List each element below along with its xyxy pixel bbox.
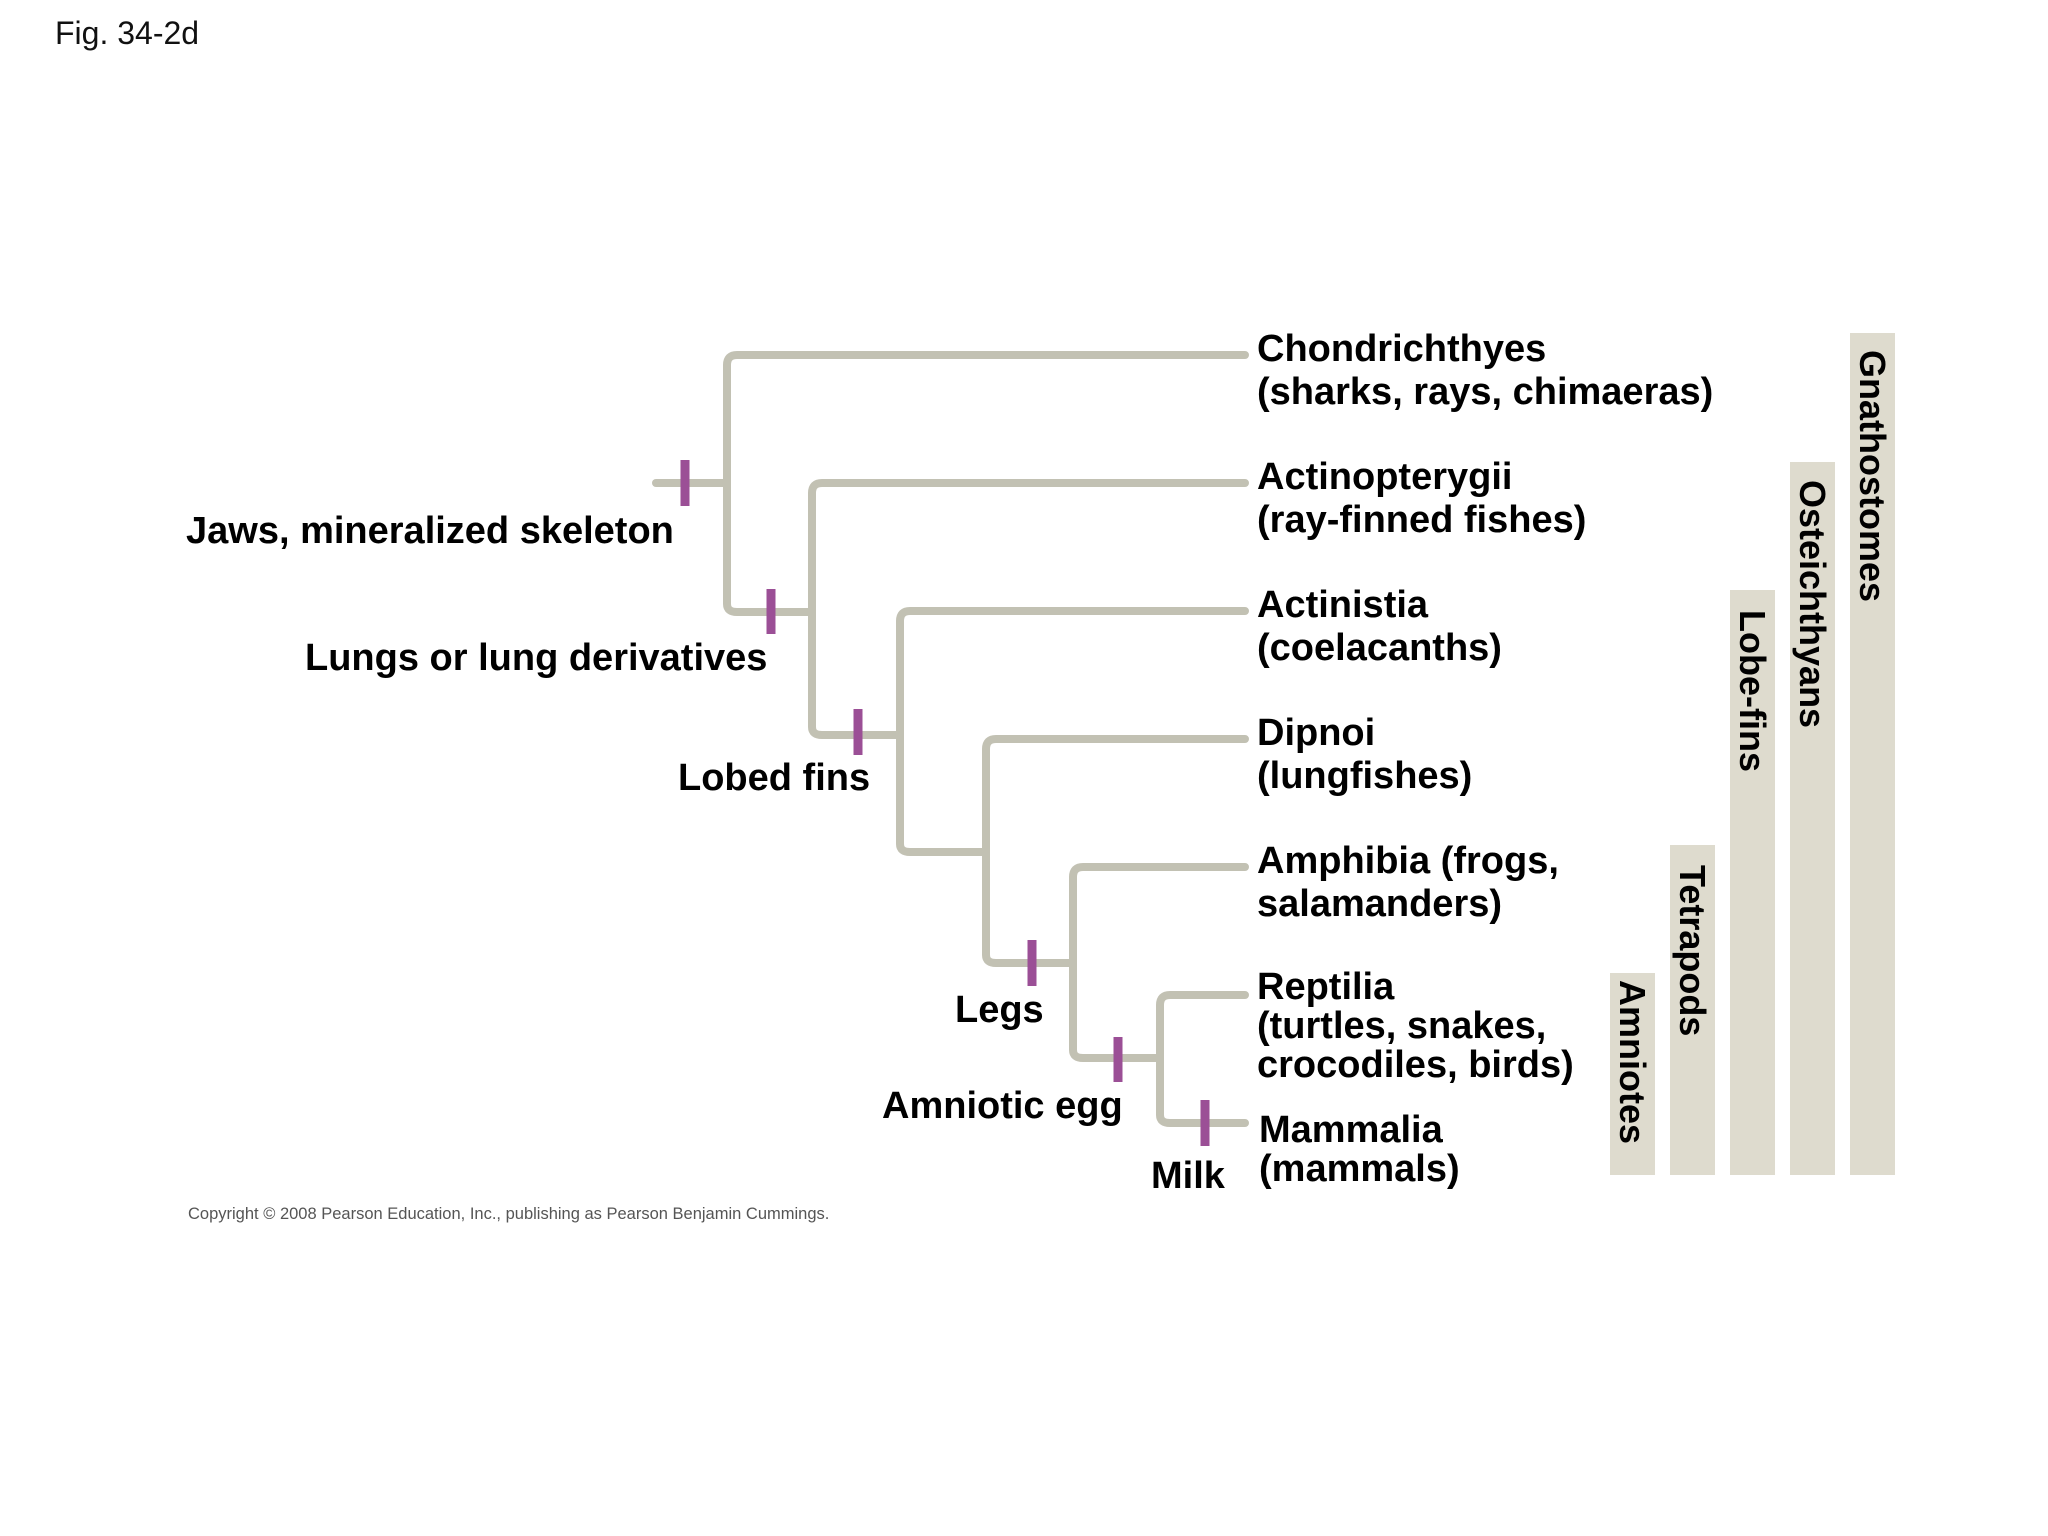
taxon-labels: Chondrichthyes (sharks, rays, chimaeras)… [1257,328,1713,1190]
taxon-actinopterygii: Actinopterygii (ray-finned fishes) [1257,456,1586,541]
amphibia-branch [1069,863,1249,1062]
tetrapods-bar [1670,845,1715,1175]
taxon-common-name: (ray-finned fishes) [1257,499,1586,541]
trait-lobed-fins: Lobed fins [678,757,870,799]
trait-legs: Legs [955,989,1044,1031]
taxon-common-name: salamanders) [1257,883,1502,925]
figure-label: Fig. 34-2d [55,15,199,51]
taxon-common-name: (mammals) [1259,1148,1460,1190]
gnathostomes-label: Gnathostomes [1852,350,1893,602]
taxon-name: Mammalia [1259,1109,1444,1151]
actinopterygii-branch [808,479,1249,739]
taxon-common-name: (coelacanths) [1257,627,1502,669]
osteichthyans-bar [1790,462,1835,1175]
taxon-amphibia: Amphibia (frogs, salamanders) [1257,840,1569,925]
taxon-actinistia: Actinistia (coelacanths) [1257,584,1502,669]
taxon-name: Actinistia [1257,584,1429,626]
group-bars: Gnathostomes Osteichthyans Lobe-fins Tet… [1610,333,1895,1175]
actinistia-branch [896,607,1249,856]
lobe-fins-bar [1730,590,1775,1175]
taxon-name: Dipnoi [1257,712,1375,754]
taxon-name: Chondrichthyes [1257,328,1546,370]
gnathostomes-bar [1850,333,1895,1175]
chondrichthyes-branch [723,351,1249,616]
taxon-reptilia: Reptilia (turtles, snakes, crocodiles, b… [1257,966,1574,1086]
taxon-dipnoi: Dipnoi (lungfishes) [1257,712,1472,797]
taxon-name: Reptilia [1257,966,1395,1008]
osteichthyans-label: Osteichthyans [1792,480,1833,728]
amniotes-label: Amniotes [1612,980,1653,1144]
trait-jaws: Jaws, mineralized skeleton [186,510,674,552]
trait-labels: Jaws, mineralized skeleton Lungs or lung… [186,510,1226,1197]
taxon-common-name: (turtles, snakes, [1257,1005,1546,1047]
trait-ticks [680,460,1210,1146]
trait-amniotic-egg: Amniotic egg [882,1085,1123,1127]
lobe-fins-label: Lobe-fins [1732,610,1773,772]
reptilia-branch [1156,991,1249,1127]
taxon-name: Actinopterygii [1257,456,1512,498]
trait-lungs: Lungs or lung derivatives [305,637,767,679]
taxon-name: Amphibia (frogs, [1257,840,1559,882]
tree-branches [652,351,1249,1127]
taxon-common-name: (sharks, rays, chimaeras) [1257,371,1713,413]
dipnoi-branch [982,735,1249,967]
amniotes-bar [1610,973,1655,1175]
taxon-common-name: (lungfishes) [1257,755,1472,797]
copyright-notice: Copyright © 2008 Pearson Education, Inc.… [188,1205,829,1223]
taxon-common-name-cont: crocodiles, birds) [1257,1044,1574,1086]
tetrapods-label: Tetrapods [1672,865,1713,1036]
taxon-chondrichthyes: Chondrichthyes (sharks, rays, chimaeras) [1257,328,1713,413]
taxon-mammalia: Mammalia (mammals) [1259,1109,1460,1190]
trait-milk: Milk [1151,1155,1226,1197]
